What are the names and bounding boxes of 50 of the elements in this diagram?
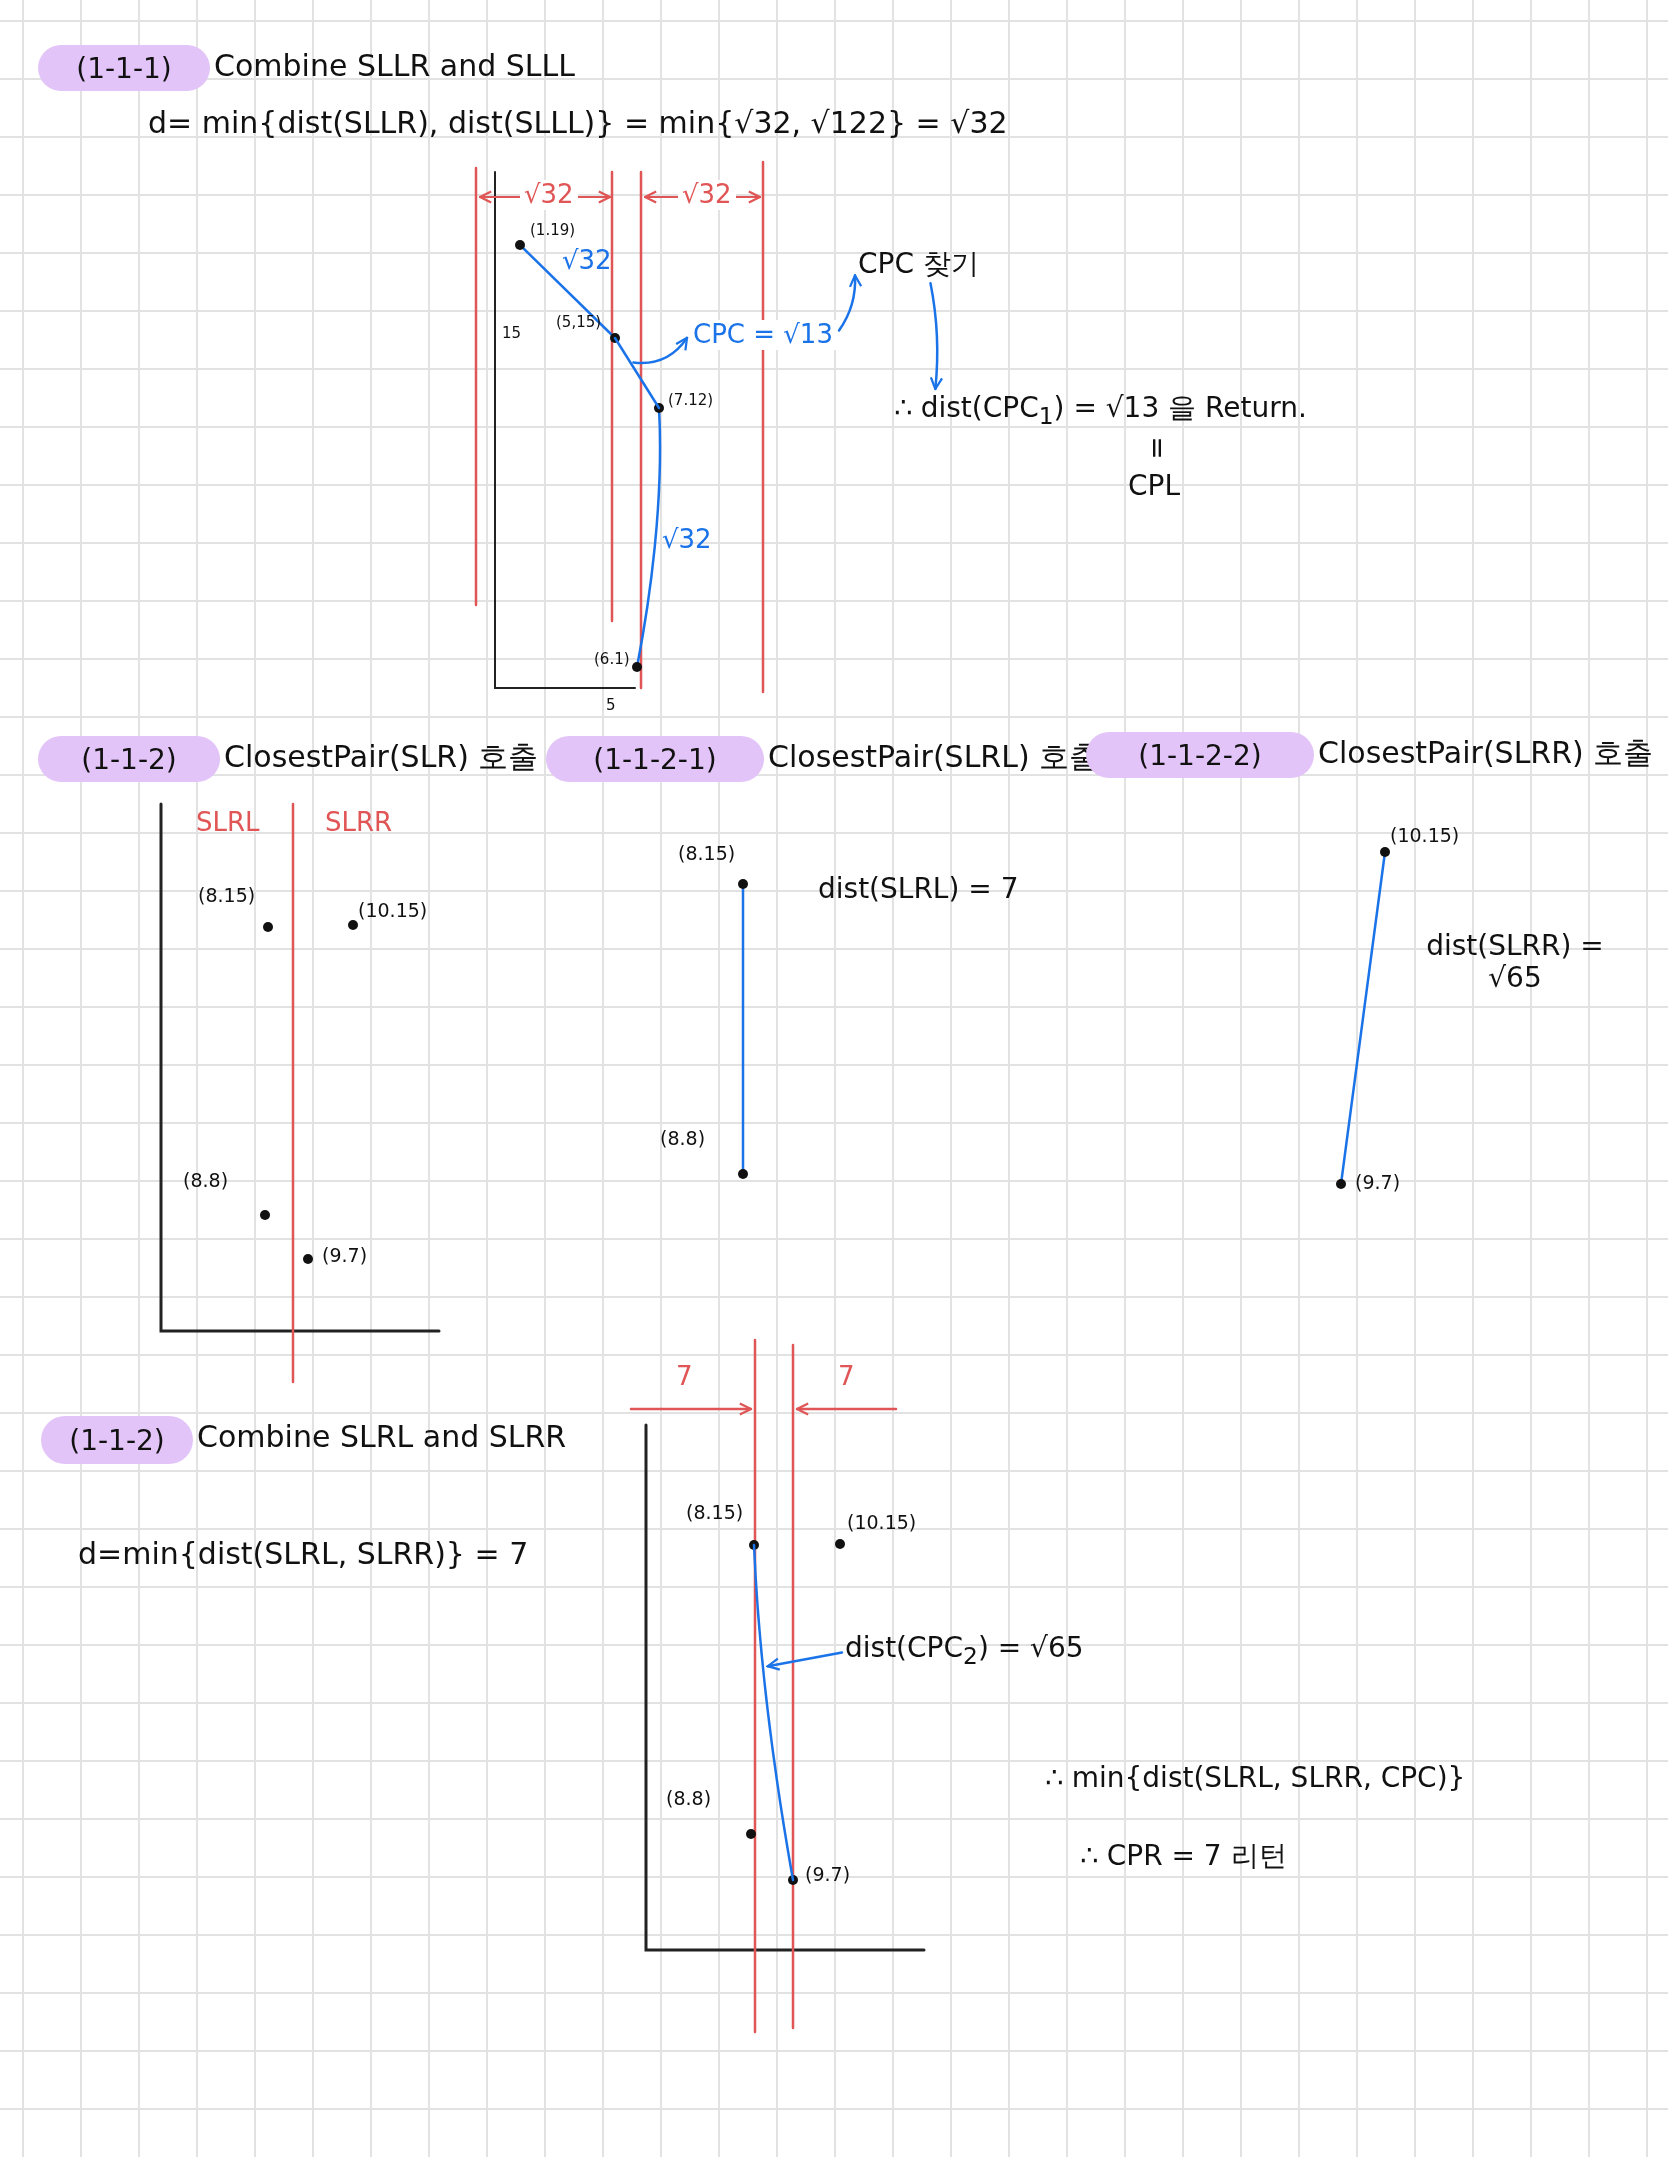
arrow [632,336,689,365]
equals-sign: = [1140,436,1173,460]
distance-label: dist(CPC$_{2}$) = √65 [845,1632,1084,1670]
distance-line [752,1543,795,1882]
coordinate-label: (1.19) [530,222,576,240]
heading: ClosestPair(SLR) 호출 [224,740,539,775]
step-badge: (1-1-2) [38,736,220,782]
set-label: SLRL [196,808,260,838]
coordinate-label: (8.15) [678,843,736,865]
coordinate-label: (9.7) [1355,1172,1401,1194]
coordinate-label: (10.15) [358,900,428,922]
step-badge: (1-1-2) [41,1416,193,1464]
note-text: ∴ min{dist(SLRL, SLRR, CPC)} [1045,1762,1466,1795]
axis-tick-label: 15 [502,325,522,343]
coordinate-label: (10.15) [847,1512,917,1534]
coordinate-label: (6.1) [594,651,630,669]
note-text: CPC 찾기 [858,248,979,281]
arrow [766,1651,844,1671]
coordinate-label: (8.15) [686,1502,744,1524]
coordinate-label: (8.8) [666,1788,712,1810]
coordinate-label: (5,15) [556,314,602,332]
heading: ClosestPair(SLRR) 호출 [1318,736,1654,771]
note-text: CPL [1128,470,1181,503]
set-label: SLRR [325,808,393,838]
step-badge: (1-1-1) [38,45,210,91]
formula-text: d=min{dist(SLRL, SLRR)} = 7 [78,1537,529,1572]
note-text: dist(SLRR) = √65 [1425,930,1605,995]
note-text: ∴ CPR = 7 리턴 [1080,1840,1287,1873]
axis-tick-label: 5 [606,697,616,715]
coordinate-label: (8.15) [198,885,256,907]
arrow [929,281,944,391]
step-badge: (1-1-2-1) [546,736,764,782]
note-text: dist(SLRL) = 7 [818,873,1019,906]
arrow [837,274,862,332]
result-text: ∴ dist(CPC$_{1}$) = √13 을 Return. [894,392,1307,430]
heading: Combine SLLR and SLLL [214,49,575,84]
heading: Combine SLRL and SLRR [197,1420,567,1455]
coordinate-label: (8.8) [183,1170,229,1192]
distance-label: √32 [662,525,712,555]
coordinate-label: (7.12) [668,392,714,410]
distance-line [613,336,661,410]
coordinate-label: (9.7) [322,1245,368,1267]
dimension-label: 7 [676,1362,693,1392]
coordinate-label: (8.8) [660,1128,706,1150]
dimension-label: 7 [838,1362,855,1392]
formula-text: d= min{dist(SLLR), dist(SLLL)} = min{√32, √122} = √32 [148,106,1008,141]
dimension-label: √32 [678,180,736,210]
dimension-label: √32 [520,180,578,210]
distance-label: √32 [562,246,612,276]
coordinate-label: (10.15) [1390,825,1460,847]
